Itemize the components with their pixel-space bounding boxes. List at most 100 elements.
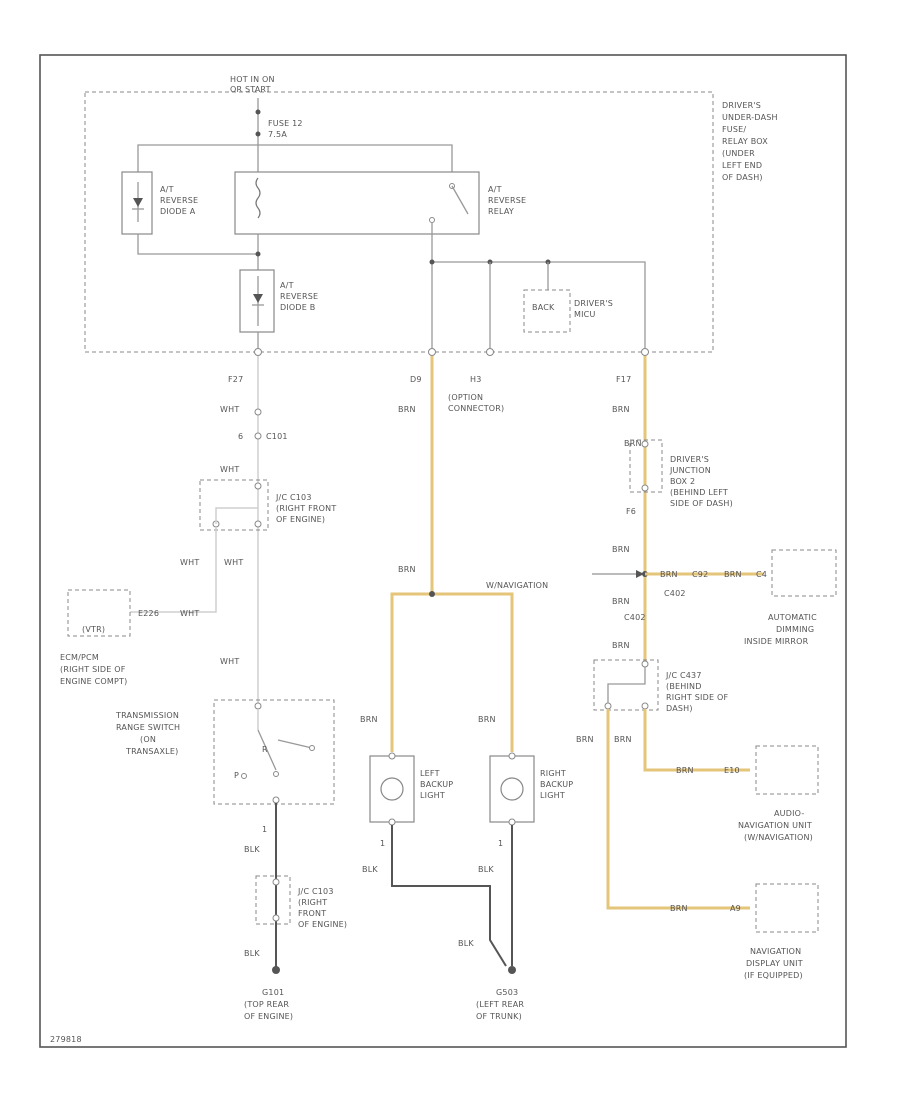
nav-display-l3: (IF EQUIPPED) [744, 971, 803, 980]
relay-box [234, 171, 480, 235]
pin-f17-label: F17 [616, 375, 631, 384]
trans-contact-common [273, 771, 279, 777]
jc437-l3: RIGHT SIDE OF [666, 693, 728, 702]
wire-diode-a-bottom [137, 234, 258, 255]
nav-display-l2: DISPLAY UNIT [746, 959, 803, 968]
audio-nav-pin: E10 [724, 766, 740, 775]
right-backup-l2: BACKUP [540, 780, 573, 789]
pin-f17 [641, 348, 649, 356]
trans-pin-label: 1 [262, 825, 267, 834]
micu-l1: DRIVER'S [574, 299, 613, 308]
brn-label-7: BRN [612, 545, 630, 554]
brn-label-2: BRN [398, 565, 416, 574]
right-backup-pin-top [508, 752, 516, 760]
brn-label-5: BRN [612, 405, 630, 414]
jb2-l5: SIDE OF DASH) [670, 499, 733, 508]
wire-blk-left-backup [391, 825, 507, 967]
jc-top-pin1 [254, 482, 262, 490]
nav-display-l1: NAVIGATION [750, 947, 801, 956]
jb2-l1: DRIVER'S [670, 455, 709, 464]
wht-label-4: WHT [224, 558, 243, 567]
jc-c103-top-box [199, 479, 269, 531]
g503-l1: G503 [496, 988, 518, 997]
fuse-label-2: 7.5A [268, 130, 287, 139]
diode-b-l2: REVERSE [280, 292, 318, 301]
jb2-l3: BOX 2 [670, 477, 695, 486]
audio-nav-l2: NAVIGATION UNIT [738, 821, 812, 830]
wht-label-3: WHT [180, 558, 199, 567]
node-relay-out [429, 259, 435, 265]
mirror-pin-b: C4 [756, 570, 767, 579]
wire-jc-top-branch [215, 507, 258, 524]
nav-note: W/NAVIGATION [486, 581, 548, 590]
nav-display-box [755, 883, 819, 933]
blk-label-4: BLK [478, 865, 494, 874]
wire-brn-nav-display [606, 709, 750, 910]
left-backup-l3: LIGHT [420, 791, 445, 800]
diagram-frame [39, 54, 847, 1048]
pin-f27-label: F27 [228, 375, 243, 384]
option-l2: CONNECTOR) [448, 404, 504, 413]
left-backup-gnd-pin: 1 [380, 839, 385, 848]
pin-d9 [428, 348, 436, 356]
trans-l4: TRANSAXLE) [125, 747, 178, 756]
ecm-box-label: (VTR) [82, 625, 105, 634]
fuse-box-l5: (UNDER [722, 149, 755, 158]
pin-h3 [486, 348, 494, 356]
jc-top-pin2 [254, 520, 262, 528]
trans-contact-r [309, 745, 315, 751]
blk-label-3: BLK [362, 865, 378, 874]
pin-f27 [254, 348, 262, 356]
mirror-box [771, 549, 837, 597]
ecm-pin: E226 [138, 609, 159, 618]
trans-contact-p [241, 773, 247, 779]
audio-nav-box [755, 745, 819, 795]
right-backup-pin-bottom [508, 818, 516, 826]
pin-c101-b [254, 432, 262, 440]
blk-label-1: BLK [244, 845, 260, 854]
diode-a-l1: A/T [160, 185, 174, 194]
jb2-pin: F6 [626, 507, 636, 516]
audio-nav-brn: BRN [676, 766, 694, 775]
brn-label-6: BRN [624, 439, 642, 448]
g101-l2: (TOP REAR [244, 1000, 289, 1009]
jc437-l1: J/C C437 [665, 671, 702, 680]
jc-c103-bottom-box [255, 875, 291, 925]
blk-label-2: BLK [244, 949, 260, 958]
micu-back: BACK [532, 303, 555, 312]
trans-l2: RANGE SWITCH [116, 723, 180, 732]
left-backup-box [369, 755, 415, 823]
jc437-pin-top [641, 660, 649, 668]
brn-label-11: BRN [614, 735, 632, 744]
diode-b-l1: A/T [280, 281, 294, 290]
relay-l1: A/T [488, 185, 502, 194]
right-backup-gnd-pin: 1 [498, 839, 503, 848]
trans-switch-arm-icon [257, 729, 277, 771]
right-backup-l1: RIGHT [540, 769, 566, 778]
brn-label-1: BRN [398, 405, 416, 414]
ground-g503-icon [508, 966, 516, 974]
jc-c103-bottom-l4: OF ENGINE) [298, 920, 347, 929]
jb2-pin-bottom [641, 484, 649, 492]
node-backup-split [429, 591, 435, 597]
micu-box [523, 289, 571, 333]
jc-bot-pin1 [272, 878, 280, 886]
jb2-l4: (BEHIND LEFT [670, 488, 728, 497]
mirror-l1: AUTOMATIC [768, 613, 817, 622]
right-backup-bulb-icon [500, 777, 524, 801]
relay-l3: RELAY [488, 207, 514, 216]
ecm-box [67, 589, 131, 637]
jc-c437-box [593, 659, 659, 711]
trans-pin-bottom [272, 796, 280, 804]
right-backup-box [489, 755, 535, 823]
brn-label-4: BRN [478, 715, 496, 724]
fuse-node-bottom [255, 131, 261, 137]
jc437-pin-right [641, 702, 649, 710]
nav-display-brn: BRN [670, 904, 688, 913]
trans-pin-top [254, 702, 262, 710]
jc437-l2: (BEHIND [666, 682, 702, 691]
wht-label-1: WHT [220, 405, 239, 414]
diode-b-l3: DIODE B [280, 303, 315, 312]
audio-nav-l3: (W/NAVIGATION) [744, 833, 813, 842]
brn-label-10: BRN [576, 735, 594, 744]
